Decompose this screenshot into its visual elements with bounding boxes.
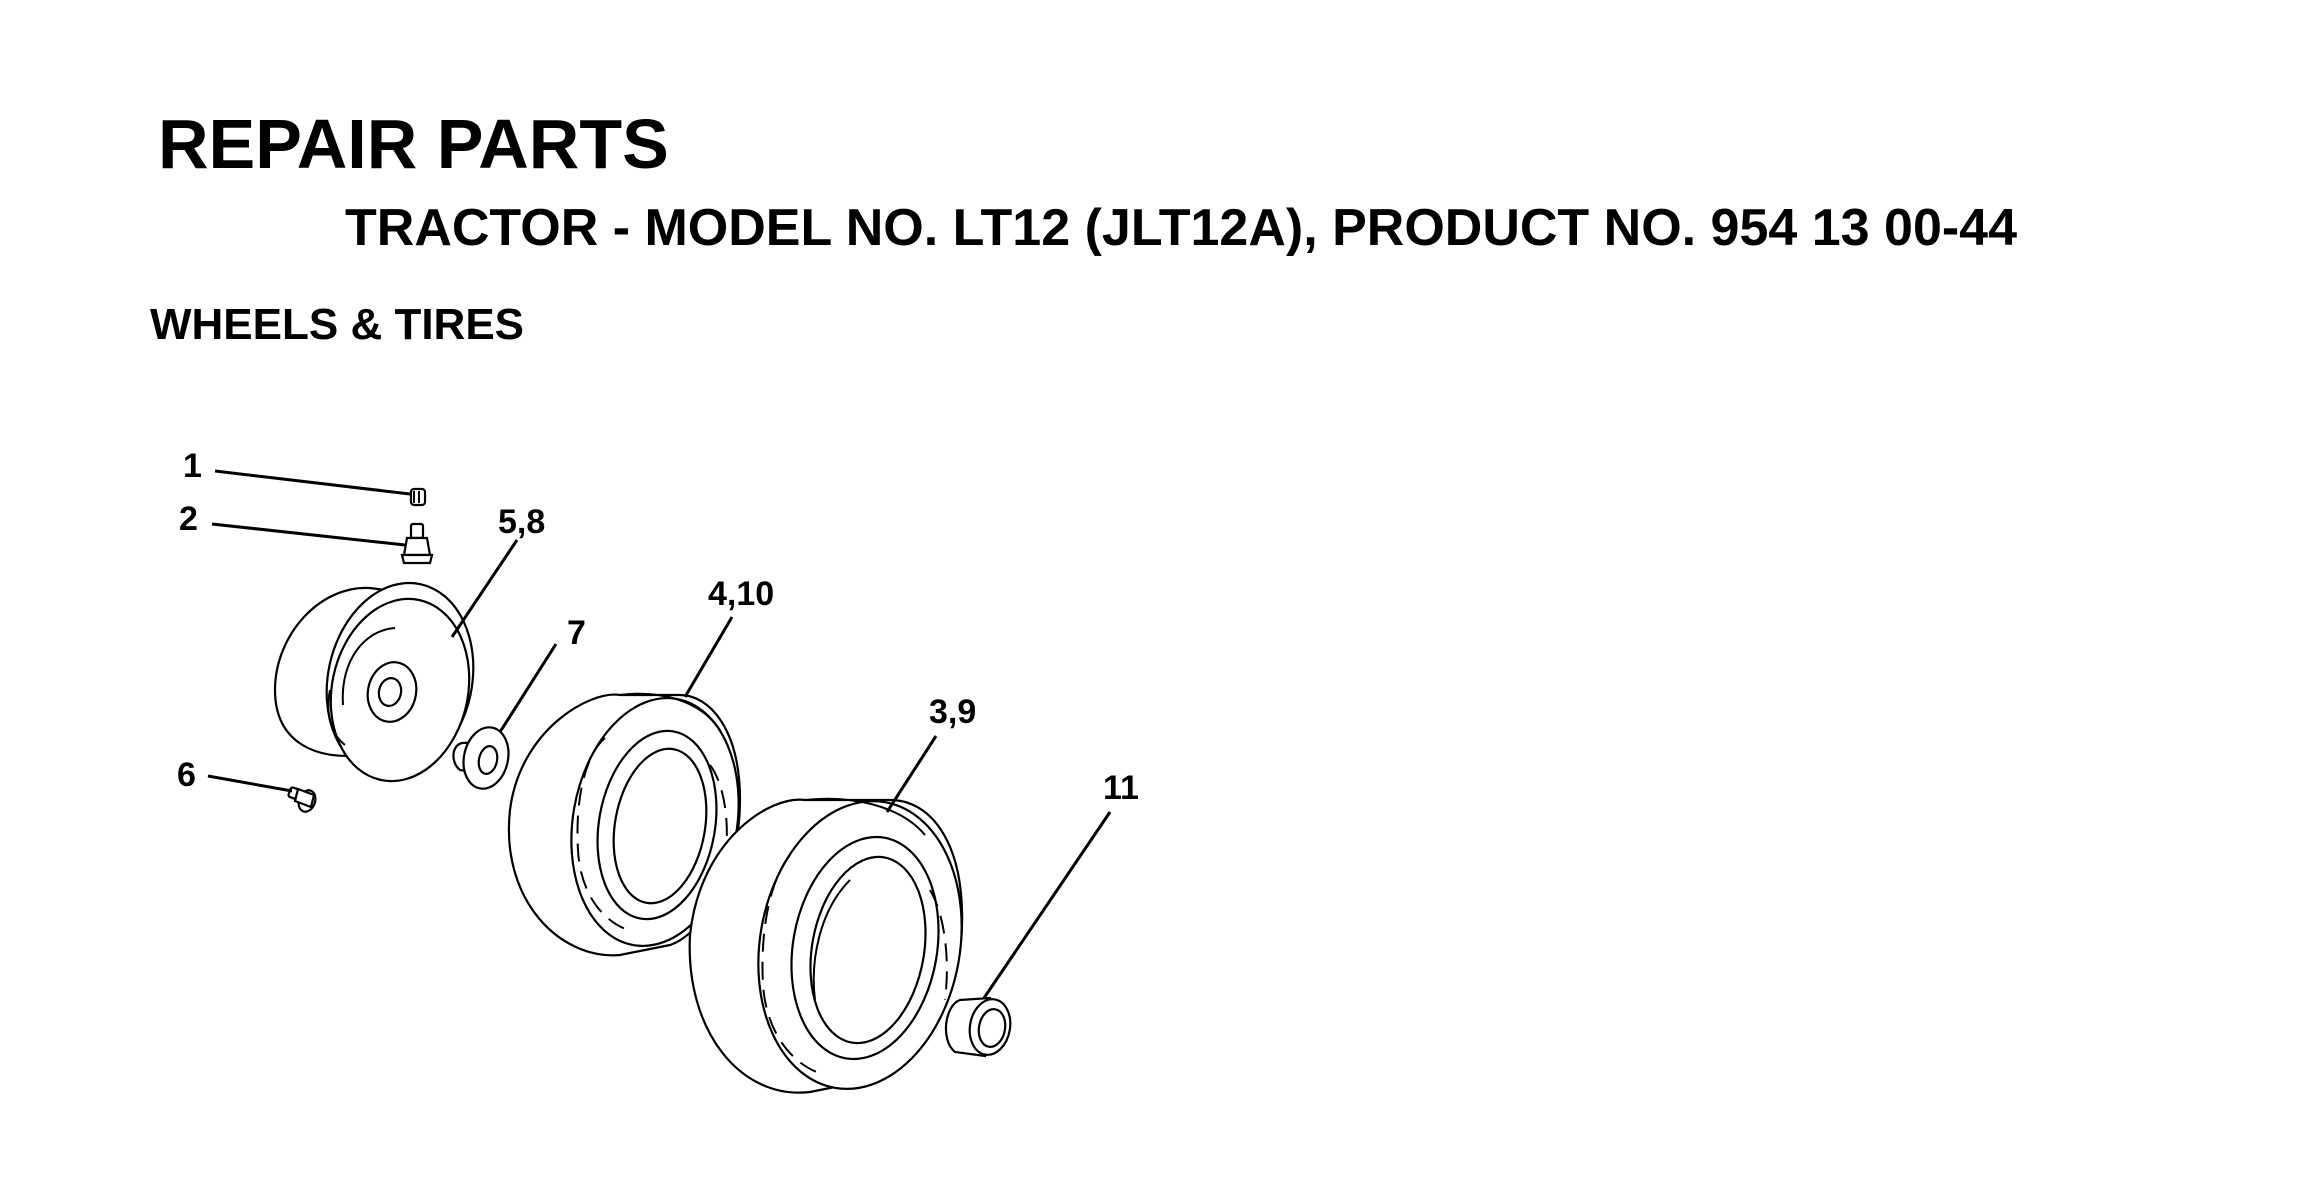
part-screw: [287, 786, 317, 813]
callout-4-10: 4,10: [708, 575, 774, 613]
callout-2: 2: [179, 500, 198, 538]
part-bushing: [452, 726, 510, 790]
part-wheel-rim: [273, 581, 475, 783]
callout-5-8: 5,8: [498, 503, 545, 541]
callout-3-9: 3,9: [929, 693, 976, 731]
part-rear-tire: [688, 797, 964, 1094]
part-front-tire: [507, 692, 742, 957]
part-hub-cap: [944, 996, 1012, 1058]
page-subtitle: TRACTOR - MODEL NO. LT12 (JLT12A), PRODU…: [345, 199, 2018, 257]
callout-7: 7: [567, 614, 586, 652]
callout-11: 11: [1103, 769, 1139, 807]
leader-lines: [207, 469, 1112, 999]
section-title: WHEELS & TIRES: [150, 300, 525, 349]
part-valve-cap: [409, 487, 427, 507]
page-title: REPAIR PARTS: [158, 105, 669, 183]
callout-6: 6: [177, 756, 196, 794]
callout-1: 1: [183, 447, 202, 485]
part-valve-stem: [400, 522, 434, 565]
